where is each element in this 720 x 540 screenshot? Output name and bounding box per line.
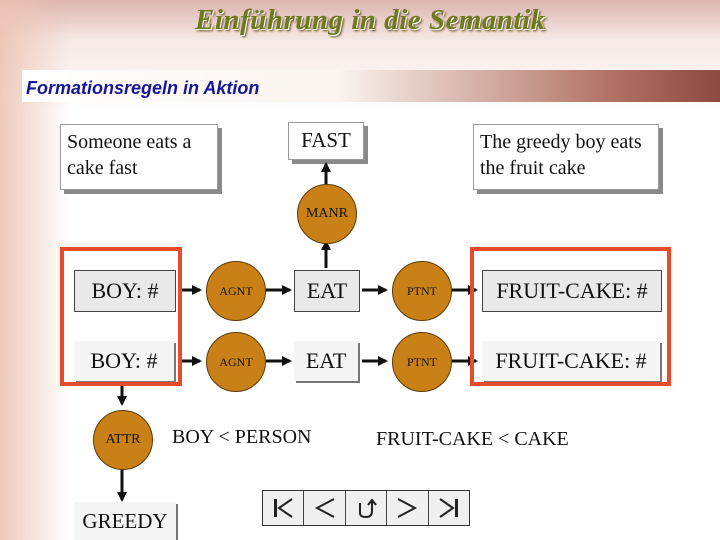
last-slide-button[interactable] bbox=[429, 491, 469, 525]
concept-fruitcake-top-label: FRUIT-CAKE: # bbox=[496, 278, 648, 303]
sentence-right-text: The greedy boy eats the fruit cake bbox=[480, 131, 642, 179]
relation-agnt-top: AGNT bbox=[206, 261, 266, 321]
concept-greedy: GREEDY bbox=[74, 502, 176, 540]
relation-ptnt-top-label: PTNT bbox=[407, 283, 437, 298]
relation-attr: ATTR bbox=[93, 410, 153, 470]
relation-manr: MANR bbox=[297, 184, 357, 244]
highlight-boy bbox=[60, 247, 182, 386]
relation-ptnt-top: PTNT bbox=[392, 261, 452, 321]
next-slide-icon bbox=[397, 498, 418, 518]
sentence-left-text: Someone eats a cake fast bbox=[67, 131, 192, 179]
slide-navigation bbox=[262, 490, 470, 526]
concept-boy-top: BOY: # bbox=[74, 270, 176, 312]
slide-title: Einführung in die Semantik bbox=[195, 4, 546, 36]
subtitle-bar bbox=[22, 70, 720, 102]
concept-fruitcake-top: FRUIT-CAKE: # bbox=[482, 270, 662, 312]
sentence-right: The greedy boy eats the fruit cake bbox=[473, 124, 659, 190]
concept-boy-bottom-label: BOY: # bbox=[90, 348, 158, 373]
relation-agnt-top-label: AGNT bbox=[219, 283, 253, 298]
relation-manr-label: MANR bbox=[305, 206, 348, 221]
relation-ptnt-bottom-label: PTNT bbox=[407, 354, 437, 369]
concept-fast-label: FAST bbox=[301, 128, 351, 152]
concept-fruitcake-bottom: FRUIT-CAKE: # bbox=[482, 341, 660, 381]
slide-subtitle: Formationsregeln in Aktion bbox=[26, 78, 260, 98]
type-boy-person: BOY < PERSON bbox=[172, 426, 312, 448]
previous-slide-icon bbox=[314, 498, 335, 518]
concept-eat-top: EAT bbox=[294, 270, 360, 312]
relation-agnt-bottom-label: AGNT bbox=[219, 354, 253, 369]
relation-ptnt-bottom: PTNT bbox=[392, 332, 452, 392]
concept-greedy-label: GREEDY bbox=[82, 508, 168, 533]
first-slide-button[interactable] bbox=[263, 491, 305, 525]
next-slide-button[interactable] bbox=[387, 491, 429, 525]
concept-eat-top-label: EAT bbox=[306, 278, 348, 303]
concept-boy-top-label: BOY: # bbox=[91, 278, 159, 303]
sentence-left: Someone eats a cake fast bbox=[60, 124, 218, 190]
relation-agnt-bottom: AGNT bbox=[206, 332, 266, 392]
first-slide-icon bbox=[274, 498, 293, 518]
concept-eat-bottom-label: EAT bbox=[305, 348, 347, 373]
highlight-fruitcake bbox=[470, 247, 671, 386]
concept-boy-bottom: BOY: # bbox=[74, 341, 174, 381]
relation-attr-label: ATTR bbox=[105, 432, 141, 447]
concept-eat-bottom: EAT bbox=[294, 341, 358, 381]
concept-fast: FAST bbox=[288, 122, 364, 160]
return-icon bbox=[359, 498, 377, 519]
previous-slide-button[interactable] bbox=[304, 491, 346, 525]
return-button[interactable] bbox=[346, 491, 388, 525]
last-slide-icon bbox=[439, 498, 458, 518]
concept-fruitcake-bottom-label: FRUIT-CAKE: # bbox=[495, 348, 647, 373]
type-fruitcake-cake: FRUIT-CAKE < CAKE bbox=[376, 428, 569, 450]
